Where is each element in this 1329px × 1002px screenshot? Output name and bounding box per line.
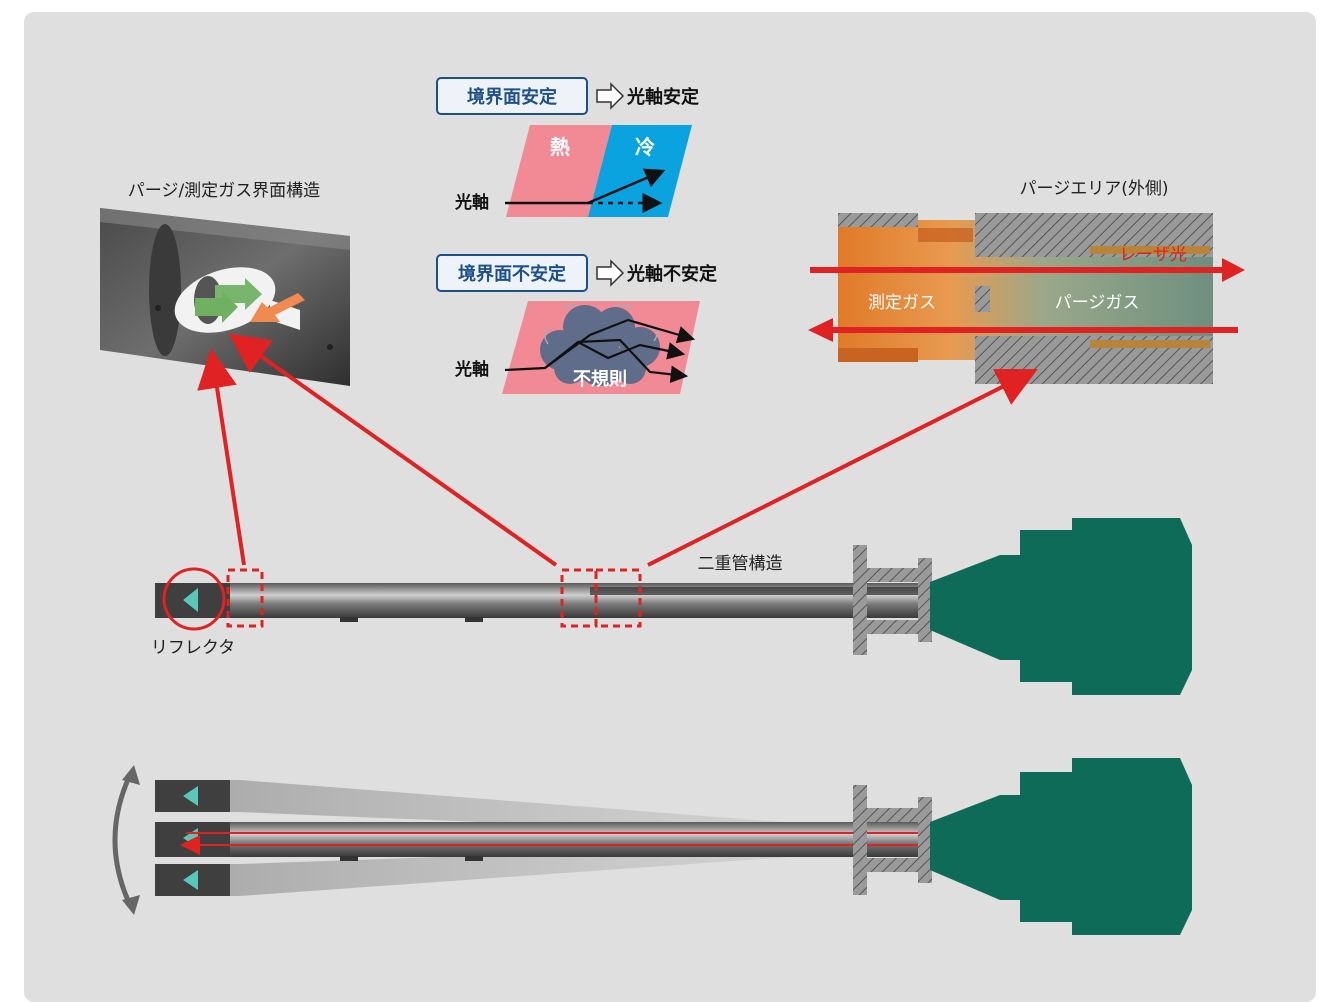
purge-gas-label: パージガス bbox=[1055, 293, 1140, 313]
diagram-canvas: 境界面安定 光軸安定 熱 冷 光軸 境界面不安定 光軸不安定 不規則 光軸 bbox=[24, 12, 1316, 1002]
unstable-interface-panel: 境界面不安定 光軸不安定 不規則 光軸 bbox=[436, 254, 717, 394]
flange bbox=[853, 545, 867, 655]
purge-area-panel: パージエリア(外側) レーザ光 測定ガス パージガス bbox=[808, 179, 1245, 384]
highlight-box-3 bbox=[594, 568, 642, 628]
double-tube-label: 二重管構造 bbox=[698, 554, 783, 574]
callout-arrow-right bbox=[647, 369, 1038, 567]
chaotic-axis-1 bbox=[504, 340, 686, 372]
highlight-box-1 bbox=[226, 568, 264, 628]
unstable-interface-box bbox=[436, 254, 588, 292]
cold-label: 冷 bbox=[635, 135, 655, 159]
laser-label: レーザ光 bbox=[1119, 245, 1187, 265]
chaotic-axis-2 bbox=[544, 318, 696, 369]
reflector-label: リフレクタ bbox=[151, 638, 235, 658]
laser-return-arrowhead bbox=[808, 318, 833, 342]
alignment-view bbox=[112, 758, 1192, 935]
measurement-gas-label: 測定ガス bbox=[868, 293, 936, 313]
hot-region bbox=[506, 125, 612, 217]
stable-interface-panel: 境界面安定 光軸安定 熱 冷 光軸 bbox=[436, 77, 699, 217]
laser-forward-arrowhead bbox=[1222, 258, 1245, 282]
purge-area-title: パージエリア(外側) bbox=[1020, 179, 1169, 199]
swing-arc bbox=[112, 773, 133, 907]
analyzer-body bbox=[930, 518, 1192, 695]
interface-photo-panel: パージ/測定ガス界面構造 bbox=[100, 181, 350, 386]
callout-arrows bbox=[197, 333, 1038, 567]
stable-axis-result: 光軸安定 bbox=[626, 86, 699, 108]
optical-axis-label-1: 光軸 bbox=[454, 192, 489, 213]
reflector-prism-icon bbox=[183, 588, 198, 612]
interface-structure-title: パージ/測定ガス界面構造 bbox=[128, 181, 320, 201]
hollow-arrow-icon bbox=[596, 259, 625, 287]
callout-arrow-middle bbox=[228, 333, 558, 567]
unstable-axis-result: 光軸不安定 bbox=[626, 263, 717, 285]
unstable-interface-label: 境界面不安定 bbox=[458, 263, 566, 285]
stable-interface-box bbox=[436, 77, 588, 115]
diagram-svg: 境界面安定 光軸安定 熱 冷 光軸 境界面不安定 光軸不安定 不規則 光軸 bbox=[100, 77, 1245, 935]
callout-arrow-left bbox=[197, 348, 246, 566]
irregular-label: 不規則 bbox=[573, 369, 627, 390]
swing-arrow-down-icon bbox=[122, 895, 140, 915]
analyzer-body-bottom bbox=[930, 758, 1192, 935]
cold-region bbox=[588, 125, 692, 217]
probe-assembly: リフレクタ 二重管構造 bbox=[151, 518, 1192, 695]
axis-line-refracted bbox=[587, 168, 666, 205]
optical-axis-label-2: 光軸 bbox=[454, 359, 489, 380]
hollow-arrow-icon bbox=[596, 82, 625, 110]
tube-position-center bbox=[230, 822, 930, 857]
hot-label: 熱 bbox=[550, 135, 570, 159]
stable-interface-label: 境界面安定 bbox=[467, 86, 557, 108]
swing-arrow-up-icon bbox=[122, 765, 140, 785]
orange-flow-icon bbox=[250, 293, 305, 322]
reflector-highlight-circle bbox=[162, 567, 226, 631]
green-flow-icon bbox=[195, 291, 238, 323]
chaotic-axis-3 bbox=[577, 338, 689, 384]
